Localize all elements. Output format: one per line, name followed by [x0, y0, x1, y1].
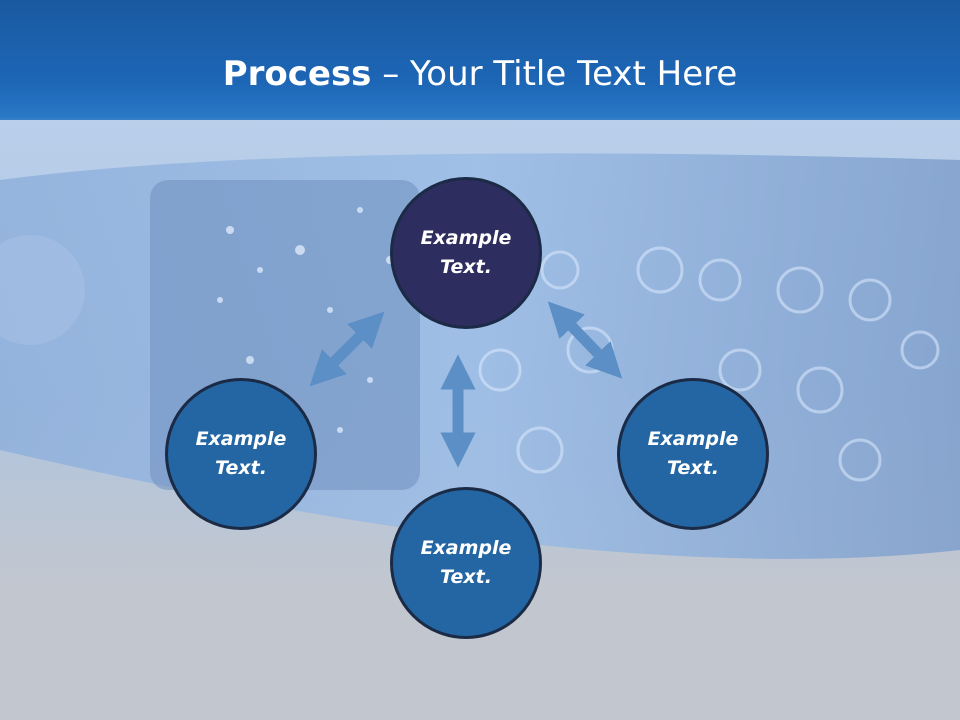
node-circle-bottom: Example Text. [390, 487, 542, 639]
slide-title: Process – Your Title Text Here [0, 52, 960, 96]
node-right-label: Example Text. [647, 428, 739, 479]
node-circle-left: Example Text. [165, 378, 317, 530]
node-left-label: Example Text. [195, 428, 287, 479]
center-circle-label: Example Text. [420, 227, 512, 278]
title-rest: – Your Title Text Here [371, 54, 738, 94]
center-circle: Example Text. [390, 177, 542, 329]
title-bold: Process [222, 54, 372, 94]
node-circle-right: Example Text. [617, 378, 769, 530]
node-bottom-label: Example Text. [420, 537, 512, 588]
